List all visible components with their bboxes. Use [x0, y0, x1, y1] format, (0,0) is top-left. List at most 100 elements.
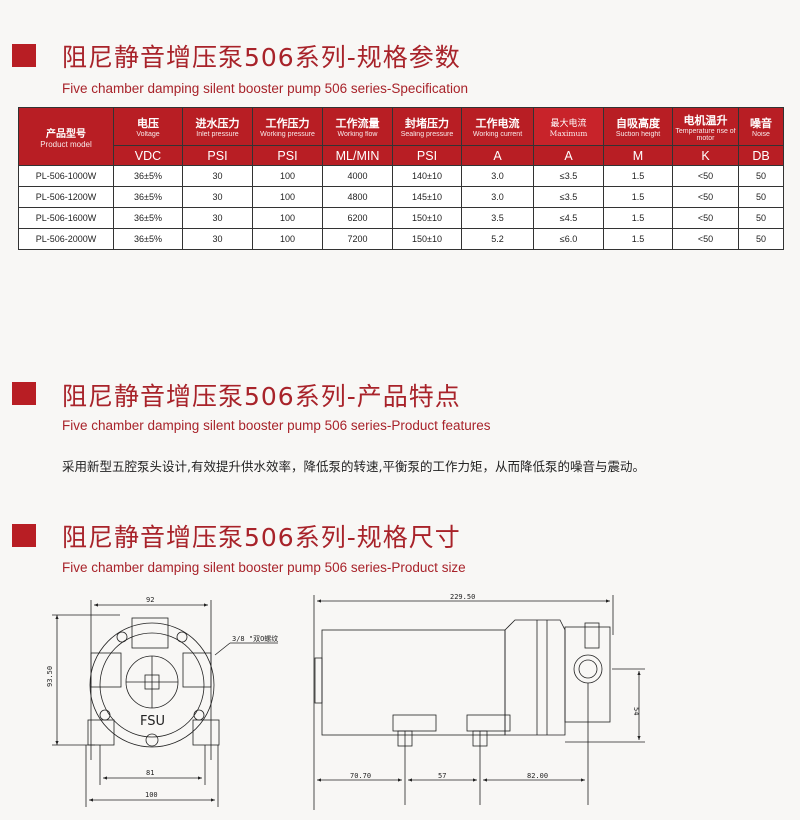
header-cn: 最大电流: [550, 118, 587, 129]
header-en: Inlet pressure: [196, 131, 239, 138]
table-cell: 6200: [322, 207, 393, 229]
section-marker: [12, 44, 36, 67]
table-cell: PL-506-1000W: [18, 165, 114, 187]
thread-note: 3/8 "双O螺纹: [232, 634, 278, 643]
table-cell: ≤4.5: [533, 207, 604, 229]
table-cell: 3.0: [461, 165, 534, 187]
front-logo: FSU: [140, 714, 165, 729]
table-cell: 3.0: [461, 186, 534, 208]
unit-header: A: [533, 145, 604, 166]
header-cn: 自吸高度: [616, 118, 660, 130]
header-cn: 产品型号: [46, 128, 86, 140]
dim-seg1: 70.70: [350, 772, 371, 780]
table-cell: 140±10: [392, 165, 462, 187]
section-title-features: 阻尼静音增压泵506系列-产品特点: [62, 382, 461, 411]
header-en: Sealing pressure: [400, 131, 454, 138]
header-en: Voltage: [136, 131, 160, 138]
section-subtitle-features: Five chamber damping silent booster pump…: [62, 418, 491, 433]
table-cell: ≤3.5: [533, 165, 604, 187]
table-cell: 36±5%: [113, 207, 183, 229]
dim-mount-spacing: 81: [146, 769, 154, 777]
table-cell: 4800: [322, 186, 393, 208]
header-cn: 封堵压力: [405, 118, 449, 130]
table-cell: 100: [252, 228, 323, 250]
table-cell: 50: [738, 228, 784, 250]
dim-base-width: 100: [145, 791, 158, 799]
table-cell: 36±5%: [113, 186, 183, 208]
table-cell: 1.5: [603, 228, 673, 250]
section-marker: [12, 524, 36, 547]
table-cell: 36±5%: [113, 228, 183, 250]
table-cell: 1.5: [603, 165, 673, 187]
header-cn: 进水压力: [195, 118, 240, 130]
dim-height: 93.50: [46, 666, 54, 687]
unit-header: A: [461, 145, 534, 166]
dim-width-top: 92: [146, 596, 154, 604]
table-cell: 100: [252, 207, 323, 229]
front-view: [52, 600, 278, 807]
unit-header: DB: [738, 145, 784, 166]
header-cn: 电机温升: [683, 114, 728, 127]
table-cell: 36±5%: [113, 165, 183, 187]
table-cell: 150±10: [392, 228, 462, 250]
header-cn: 噪音: [750, 118, 772, 130]
unit-header: PSI: [252, 145, 323, 166]
table-cell: 50: [738, 165, 784, 187]
table-cell: 150±10: [392, 207, 462, 229]
unit-header: M: [603, 145, 673, 166]
table-cell: 4000: [322, 165, 393, 187]
unit-header: VDC: [113, 145, 183, 166]
side-view: [313, 595, 645, 810]
table-cell: 1.5: [603, 186, 673, 208]
header-en: Working current: [472, 131, 523, 138]
table-cell: 5.2: [461, 228, 534, 250]
header-en: Noise: [752, 131, 770, 138]
section-title-spec: 阻尼静音增压泵506系列-规格参数: [62, 43, 461, 72]
table-cell: 3.5: [461, 207, 534, 229]
section-title-size: 阻尼静音增压泵506系列-规格尺寸: [62, 523, 461, 552]
header-en: Temperature rise of motor: [675, 127, 736, 142]
section-marker: [12, 382, 36, 405]
dim-seg2: 57: [438, 772, 446, 780]
unit-header: PSI: [182, 145, 253, 166]
header-en: Suction height: [615, 131, 661, 138]
table-cell: 50: [738, 186, 784, 208]
section-subtitle-spec: Five chamber damping silent booster pump…: [62, 81, 468, 96]
table-cell: <50: [672, 186, 739, 208]
header-en: Working flow: [337, 131, 378, 138]
table-cell: <50: [672, 228, 739, 250]
header-en: Maximum: [549, 128, 588, 138]
table-cell: 7200: [322, 228, 393, 250]
header-en: Working pressure: [260, 131, 315, 138]
dim-seg3: 82.00: [527, 772, 548, 780]
table-cell: 145±10: [392, 186, 462, 208]
header-en: Product model: [40, 139, 92, 149]
table-cell: PL-506-1200W: [18, 186, 114, 208]
header-cn: 工作流量: [335, 118, 380, 130]
table-cell: PL-506-2000W: [18, 228, 114, 250]
table-cell: 30: [182, 207, 253, 229]
table-cell: ≤6.0: [533, 228, 604, 250]
dim-port-height: 54: [632, 707, 640, 715]
table-cell: 30: [182, 186, 253, 208]
table-cell: PL-506-1600W: [18, 207, 114, 229]
dim-length: 229.50: [450, 593, 475, 601]
table-cell: 30: [182, 165, 253, 187]
table-cell: <50: [672, 165, 739, 187]
unit-header: K: [672, 145, 739, 166]
table-cell: ≤3.5: [533, 186, 604, 208]
